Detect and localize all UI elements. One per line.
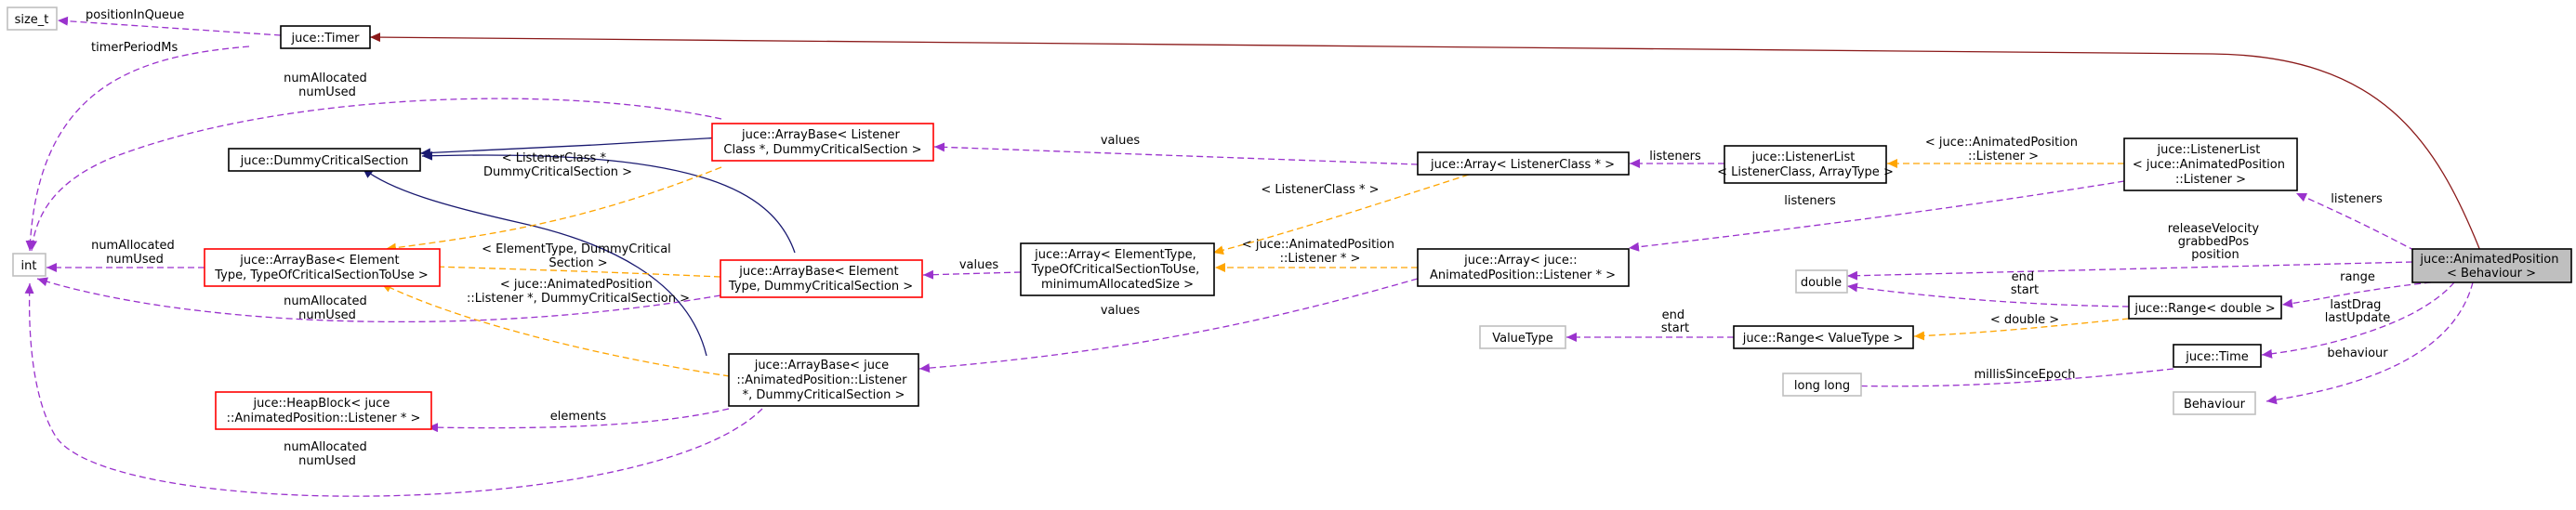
edge-label-timer-period-ms: timerPeriodMs [91,41,178,55]
edge-num-alloc-top [28,98,722,252]
edge-range [2281,281,2432,308]
edge-elements [427,408,730,433]
edge-inherits-dcs-element [421,150,796,254]
edge-end-start-double [1846,282,2130,307]
edge-label-tpl-juce-listener: < juce::AnimatedPosition ::Listener > [1925,136,2081,163]
edges [24,16,2481,497]
node-size-t[interactable]: size_t [7,7,58,31]
node-range-double[interactable]: juce::Range< double > [2128,295,2282,320]
node-juce-animated-position[interactable]: juce::AnimatedPosition < Behaviour > [2411,248,2572,283]
svg-text:juce::ArrayBase< Element: juce::ArrayBase< Element Type, TypeOfCri… [214,254,429,282]
svg-text:juce::Time: juce::Time [2185,350,2249,364]
edge-inherits-dcs-listener-class [419,137,722,158]
edge-labels: positionInQueue timerPeriodMs numAllocat… [86,8,2390,468]
edge-tpl-double [1913,318,2130,341]
edge-label-tpl-juce-listener-ptr: < juce::AnimatedPosition ::Listener * > [1242,238,1398,266]
edge-release-velocity [1846,261,2413,281]
node-arraybase-element-dcs[interactable]: juce::ArrayBase< Element Type, DummyCrit… [720,259,923,298]
edge-label-num-alloc-bottom: numAllocated numUsed [284,440,371,468]
edge-label-listeners-right: listeners [2331,192,2383,206]
edge-label-tpl-double: < double > [1990,313,2059,327]
edge-num-alloc-mid [36,277,721,323]
svg-text:juce::Array< juce:: An: juce::Array< juce:: AnimatedPosition::Li… [1430,254,1616,282]
node-juce-time[interactable]: juce::Time [2173,344,2262,368]
edge-inherits-dcs-juce [362,167,707,357]
svg-text:juce::ArrayBase< Element: juce::ArrayBase< Element Type, DummyCrit… [728,265,913,294]
svg-text:juce::ArrayBase< Listener: juce::ArrayBase< Listener Class *, Dummy… [723,128,921,157]
edge-millis-since-epoch [1835,368,2174,391]
node-arraybase-listener-class[interactable]: juce::ArrayBase< Listener Class *, Dummy… [711,123,934,162]
node-heapblock[interactable]: juce::HeapBlock< juce ::AnimatedPosition… [215,391,432,430]
svg-text:juce::Timer: juce::Timer [291,32,361,46]
edge-label-release-velocity: releaseVelocity grabbedPos position [2168,222,2264,262]
edge-label-tpl-juce-listener-dcs: < juce::AnimatedPosition ::Listener *, D… [467,278,690,306]
svg-text:juce::ArrayBase< juce: juce::ArrayBase< juce ::AnimatedPosition… [736,359,910,402]
edge-timer-period-ms [25,46,250,252]
edge-position-in-queue [57,16,282,36]
edge-label-num-alloc-mid: numAllocated numUsed [284,294,371,322]
edge-label-values-bottom: values [1101,304,1141,318]
edge-label-position-in-queue: positionInQueue [86,8,184,22]
nodes: size_t juce::Timer int juce::DummyCritic… [7,7,2572,430]
svg-text:Behaviour: Behaviour [2184,398,2246,412]
edge-listeners-mid [1628,180,2125,252]
node-array-generic[interactable]: juce::Array< ElementType, TypeOfCritical… [1020,242,1215,296]
svg-text:size_t: size_t [15,13,49,27]
edge-label-elements: elements [550,410,607,424]
svg-text:double: double [1801,276,1842,290]
svg-text:juce::AnimatedPosition: juce::AnimatedPosition < Behaviour > [2419,253,2562,281]
edge-tpl-listener-class-ptr [1212,174,1470,255]
svg-text:ValueType: ValueType [1492,332,1553,346]
node-juce-timer[interactable]: juce::Timer [280,25,371,49]
edge-values-top [933,142,1419,165]
edge-label-num-alloc-left: numAllocated numUsed [91,239,178,267]
node-listenerlist-juce[interactable]: juce::ListenerList < juce::AnimatedPosit… [2123,137,2298,191]
edge-inherits-timer [369,33,2481,252]
edge-label-num-alloc-top: numAllocated numUsed [284,72,371,99]
edge-label-tpl-listener-class-ptr: < ListenerClass * > [1261,183,1379,197]
edge-label-end-start-valuetype: end start [1661,308,1689,335]
edge-label-tpl-listener-class-dcs: < ListenerClass *, DummyCriticalSection … [483,151,632,179]
node-listenerlist-generic[interactable]: juce::ListenerList < ListenerClass, Arra… [1717,145,1894,184]
node-arraybase-element-tocs[interactable]: juce::ArrayBase< Element Type, TypeOfCri… [204,248,441,287]
edge-label-end-start-double: end start [2011,270,2039,297]
edge-label-millis-since-epoch: millisSinceEpoch [1975,368,2076,382]
edge-label-values-mid: values [959,258,999,272]
edge-last-drag [2261,281,2455,359]
node-double[interactable]: double [1795,269,1848,294]
edge-listeners-right [2295,192,2416,252]
svg-text:juce::DummyCriticalSection: juce::DummyCriticalSection [240,154,409,168]
edge-label-tpl-elementtype-dcs: < ElementType, DummyCritical Section > [482,242,675,270]
svg-text:juce::ListenerList < L: juce::ListenerList < ListenerClass, Arra… [1717,150,1894,179]
svg-text:juce::Range< ValueType >: juce::Range< ValueType > [1742,332,1904,346]
edge-tpl-juce-listener [380,282,731,377]
edge-values-mid [922,269,1022,280]
svg-text:juce::Array< ListenerClass * >: juce::Array< ListenerClass * > [1430,158,1615,172]
edge-label-behaviour: behaviour [2327,347,2388,360]
svg-text:juce::HeapBlock< juce: juce::HeapBlock< juce ::AnimatedPosition… [227,397,421,425]
node-valuetype[interactable]: ValueType [1479,325,1566,349]
edge-label-listeners-mid: listeners [1784,194,1836,208]
svg-text:juce::Range< double >: juce::Range< double > [2133,302,2275,316]
node-long-long[interactable]: long long [1782,373,1862,397]
node-range-valuetype[interactable]: juce::Range< ValueType > [1733,325,1914,349]
svg-text:juce::Array< ElementType,: juce::Array< ElementType, TypeOfCritical… [1031,248,1204,292]
svg-text:juce::ListenerList < j: juce::ListenerList < juce::AnimatedPosit… [2133,143,2289,187]
edge-num-alloc-bottom [24,282,763,497]
node-arraybase-juce-listener[interactable]: juce::ArrayBase< juce ::AnimatedPosition… [728,353,919,407]
edge-label-last-drag: lastDrag lastUpdate [2325,298,2391,325]
node-array-juce-listener[interactable]: juce::Array< juce:: AnimatedPosition::Li… [1417,248,1630,287]
svg-text:int: int [21,259,37,273]
node-dummy-critical-section[interactable]: juce::DummyCriticalSection [228,148,421,172]
edge-label-range: range [2340,270,2375,284]
node-int[interactable]: int [12,253,46,277]
node-array-listener-class[interactable]: juce::Array< ListenerClass * > [1417,151,1630,176]
node-behaviour[interactable]: Behaviour [2173,391,2256,415]
svg-text:long long: long long [1794,379,1850,393]
edge-tpl-listener-class [385,166,722,253]
edge-label-listeners-top: listeners [1649,150,1701,163]
edge-label-values-top: values [1101,134,1141,148]
